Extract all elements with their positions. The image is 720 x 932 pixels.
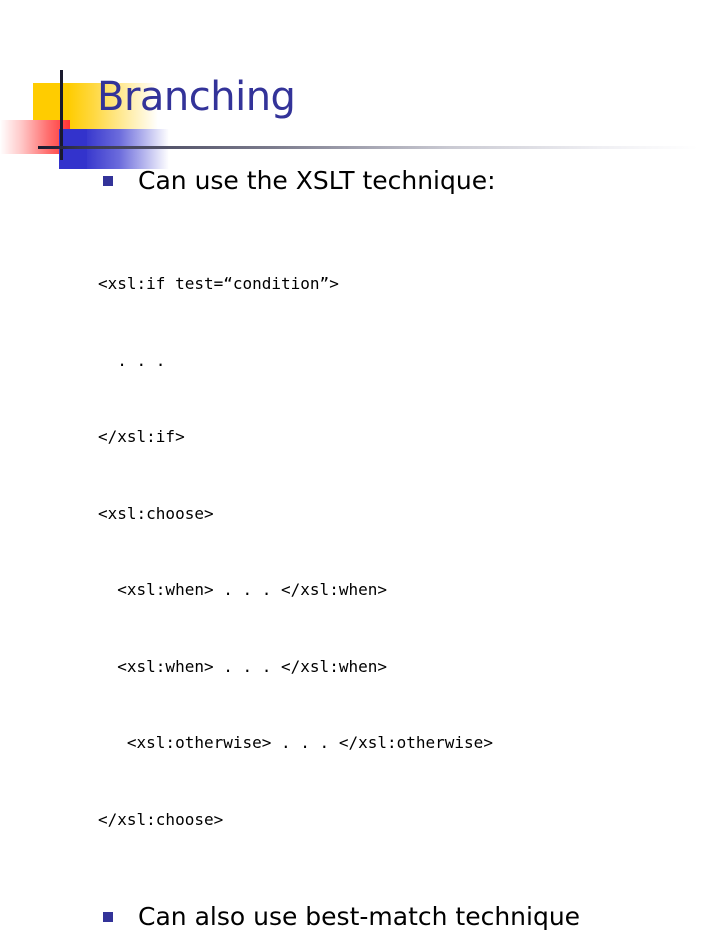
- vertical-rule: [60, 70, 63, 160]
- horizontal-rule: [38, 146, 698, 149]
- code-line: <xsl:when> . . . </xsl:when>: [98, 580, 387, 599]
- square-bullet-icon: [103, 176, 113, 186]
- bullet-text: Can also use best-match technique: [138, 902, 581, 931]
- list-item: Can also use best-match technique: [0, 901, 720, 932]
- code-line: <xsl:when> . . . </xsl:when>: [98, 656, 387, 676]
- code-block: <xsl:if test=“condition”> . . . </xsl:if…: [0, 220, 720, 883]
- code-line: <xsl:otherwise> . . . </xsl:otherwise>: [98, 733, 493, 752]
- list-item: Can use the XSLT technique:: [0, 165, 720, 196]
- red-square-icon: [0, 120, 70, 154]
- code-line: </xsl:choose>: [98, 809, 224, 829]
- bullet-text: Can use the XSLT technique:: [138, 166, 496, 195]
- code-line: <xsl:if test=“condition”>: [98, 274, 339, 293]
- code-line: <xsl:choose>: [98, 503, 214, 523]
- slide-canvas: Branching Can use the XSLT technique: <x…: [0, 70, 698, 931]
- yellow-square-solid-icon: [33, 83, 69, 129]
- slide-body: Can use the XSLT technique: <xsl:if test…: [0, 160, 720, 932]
- page-title: Branching: [97, 74, 296, 120]
- code-line: </xsl:if>: [98, 427, 185, 446]
- square-bullet-icon: [103, 912, 113, 922]
- code-line: . . .: [98, 350, 166, 370]
